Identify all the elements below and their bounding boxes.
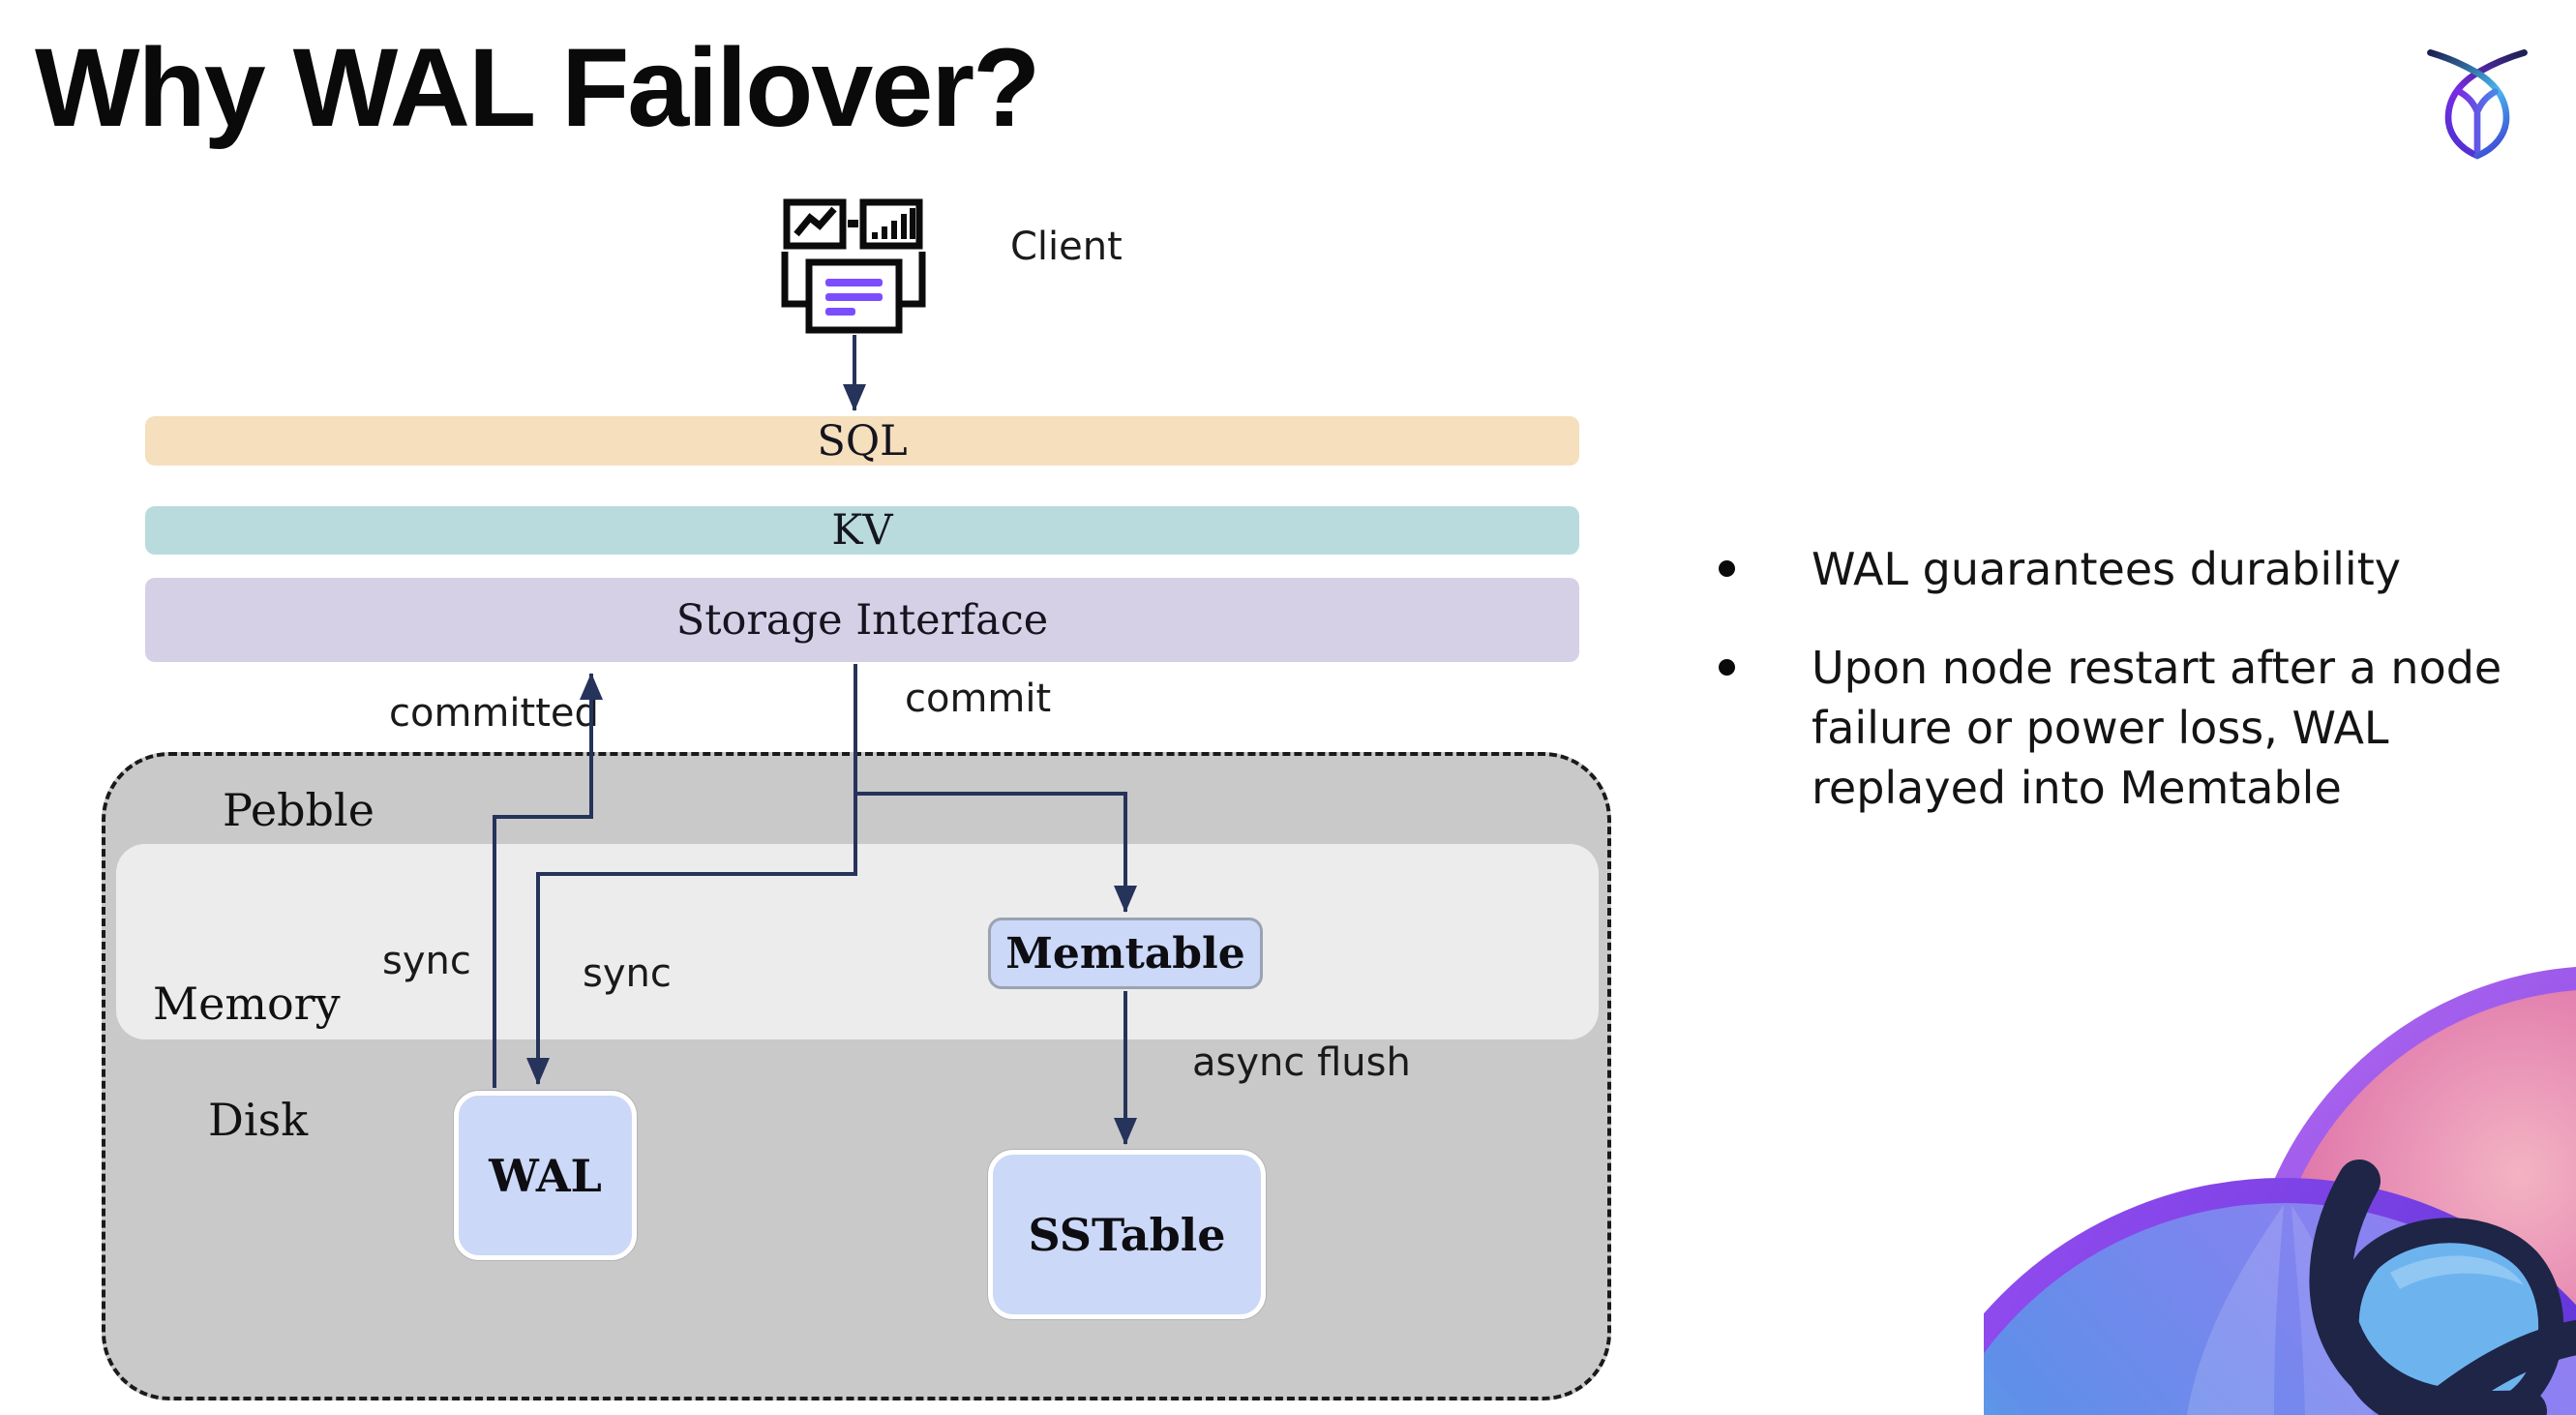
layer-label-storage-interface: Storage Interface (675, 595, 1049, 645)
monitor-bracket-icon (781, 252, 812, 308)
bullet-item: Upon node restart after a node failure o… (1711, 638, 2572, 818)
commit-arrow-label: commit (905, 677, 1052, 721)
disk-label: Disk (208, 1094, 309, 1146)
brand-sphere-art (1984, 967, 2576, 1415)
bullet-item: WAL guarantees durability (1711, 539, 2572, 599)
sync-left-arrow-label: sync (382, 939, 471, 983)
client-devices-icon (781, 198, 926, 334)
cockroachdb-logo-icon (2427, 49, 2528, 160)
layer-bar-kv: KV (145, 506, 1579, 555)
bar-chart-icon (859, 198, 923, 250)
wal-node-label: WAL (489, 1149, 602, 1202)
memory-label: Memory (153, 978, 341, 1030)
layer-bar-sql: SQL (145, 416, 1579, 466)
pebble-label: Pebble (223, 784, 374, 836)
bullet-list: WAL guarantees durability Upon node rest… (1711, 539, 2572, 857)
committed-arrow-label: committed (389, 691, 599, 736)
memtable-node-label: Memtable (1005, 928, 1245, 978)
sync-right-arrow-label: sync (583, 951, 672, 996)
layer-label-sql: SQL (817, 416, 908, 466)
async-flush-arrow-label: async flush (1192, 1040, 1411, 1085)
layer-bar-storage-interface: Storage Interface (145, 578, 1579, 662)
sstable-node-label: SSTable (1028, 1208, 1226, 1261)
wal-node: WAL (454, 1091, 637, 1260)
sstable-node: SSTable (988, 1150, 1266, 1319)
memtable-node: Memtable (988, 918, 1263, 989)
page-title: Why WAL Failover? (35, 26, 1040, 150)
line-chart-icon (783, 198, 847, 250)
layer-label-kv: KV (831, 506, 893, 555)
client-label: Client (1010, 225, 1123, 269)
